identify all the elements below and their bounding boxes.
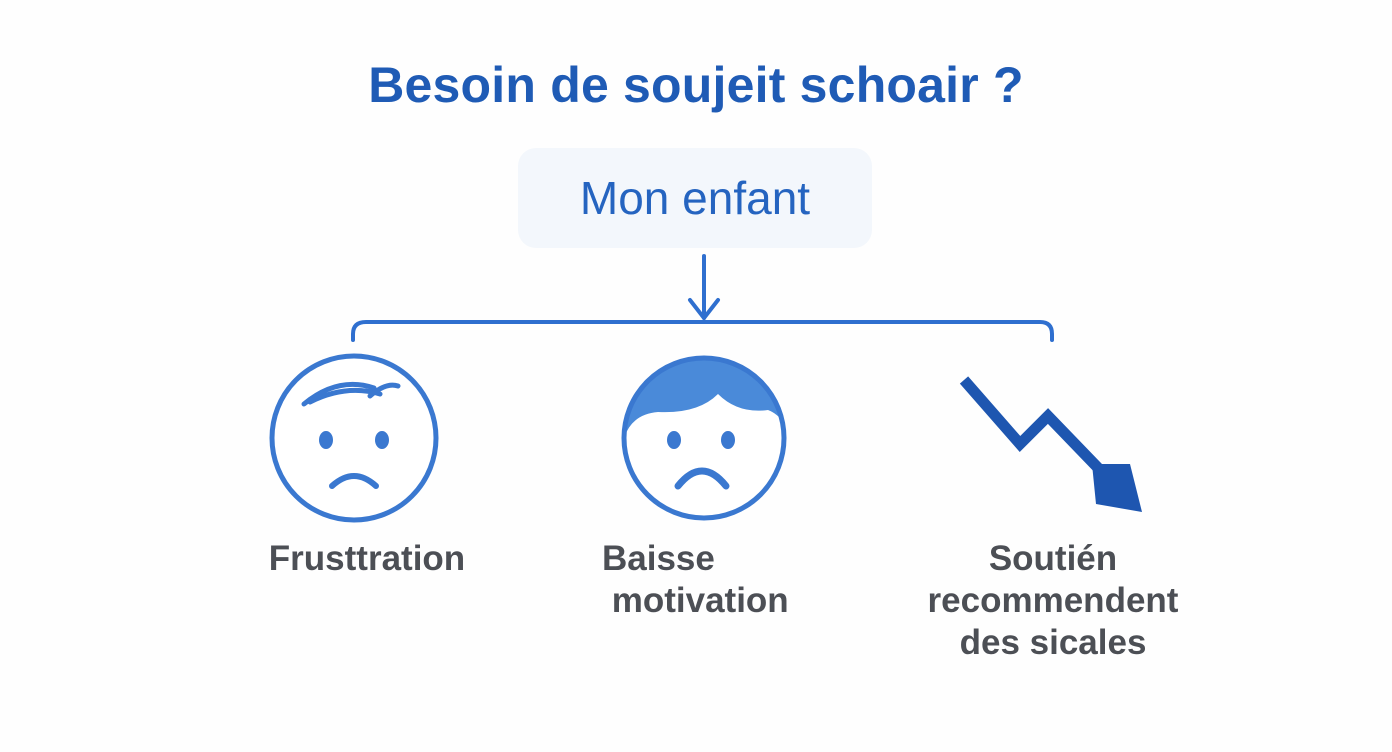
declining-arrow-icon	[959, 376, 1142, 512]
branch-bracket	[351, 320, 1054, 342]
diagram-title: Besoin de soujeit schoair ?	[368, 57, 1024, 113]
root-node-label: Mon enfant	[579, 172, 811, 224]
child-label-motivation: Baisse motivation	[602, 539, 789, 620]
frustrated-face-icon	[269, 353, 439, 523]
child-label-frustration: Frusttration	[268, 539, 466, 578]
sad-face-icon	[621, 355, 787, 521]
child-label-support: Soutién recommendent des sicales	[927, 539, 1179, 662]
root-node: Mon enfant	[518, 148, 872, 248]
root-down-arrow-head	[688, 298, 720, 320]
